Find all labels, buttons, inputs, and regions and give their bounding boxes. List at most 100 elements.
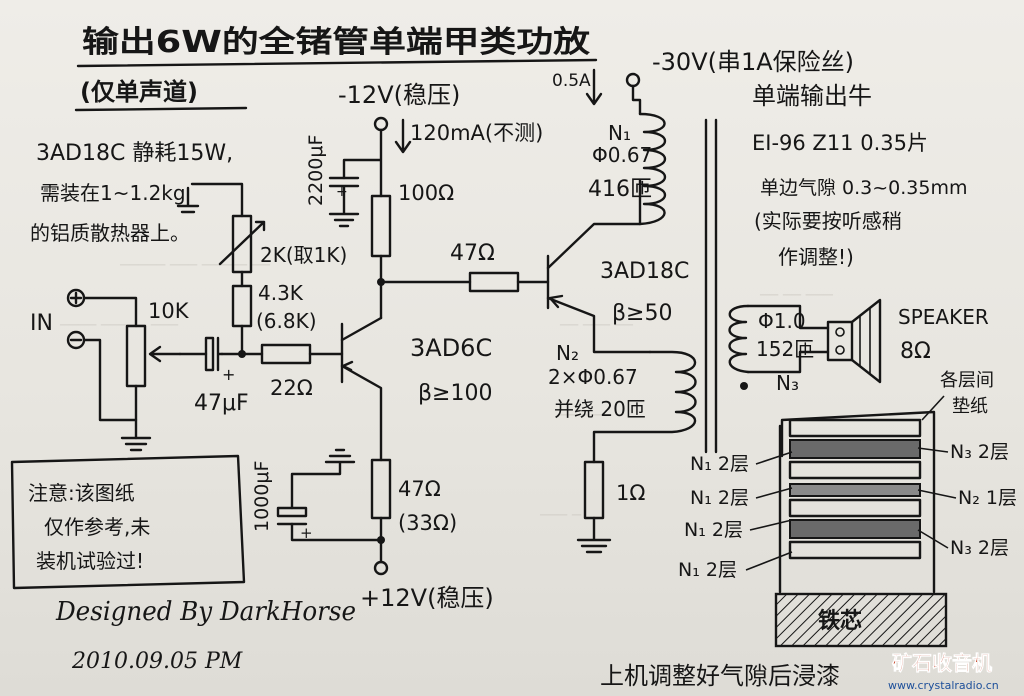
- base-node-dot: [238, 350, 246, 358]
- minus12-rail: [342, 128, 383, 198]
- minus12-supply-label: -12V(稳压): [338, 81, 460, 109]
- plus12-terminal: [373, 560, 389, 576]
- c47-label: 47μF: [194, 391, 249, 416]
- layer-label-left-3: N₁ 2层: [684, 519, 743, 541]
- input-terminals: [66, 288, 138, 422]
- bias-pot-2k: [176, 182, 266, 288]
- warning-line2: 仅作参考,未: [44, 515, 150, 539]
- n3-label: N₃: [776, 371, 799, 395]
- layer-leaders-left: [745, 451, 793, 571]
- r47-emit-label1: 47Ω: [398, 477, 441, 501]
- current-arrow-05: [585, 68, 603, 106]
- svg-text:──── ───── ───: ──── ───── ───: [59, 316, 179, 334]
- q1-beta: β≥100: [418, 381, 492, 406]
- n2-label: N₂: [556, 341, 579, 365]
- volume-pot-10k: [120, 324, 182, 452]
- layer-label-left-1: N₁ 2层: [690, 453, 749, 475]
- insulation-note-1: 各层间: [940, 370, 994, 391]
- r-bias-1-label: 4.3K: [258, 281, 304, 305]
- n3-coil: [728, 304, 750, 374]
- q2-beta: β≥50: [612, 301, 672, 326]
- transformer-core-spec: EI-96 Z11 0.35片: [752, 131, 928, 155]
- svg-text:── ── ───: ── ── ───: [759, 286, 834, 304]
- capacitor-2200uF: +: [328, 176, 360, 228]
- n1-turns: 416匝: [588, 177, 652, 202]
- warning-line1: 注意:该图纸: [28, 481, 135, 505]
- in-label: IN: [30, 311, 53, 336]
- gap-note-2: (实际要按听感稍: [754, 209, 902, 233]
- resistor-22ohm: [220, 343, 312, 365]
- svg-text:+: +: [222, 365, 235, 384]
- resistor-47ohm-emitter: [370, 458, 392, 564]
- layer-label-left-2: N₁ 2层: [690, 487, 749, 509]
- current-05-label: 0.5A: [552, 71, 591, 91]
- bottom-note: 上机调整好气隙后浸漆: [600, 662, 840, 690]
- minus12-terminal: [373, 116, 389, 132]
- r22-label: 22Ω: [270, 376, 313, 400]
- n2-turns: 并绕 20匝: [554, 397, 646, 421]
- r100-label: 100Ω: [398, 181, 454, 205]
- watermark-cn: 矿石收音机: [892, 651, 992, 675]
- n1-lead: [631, 84, 642, 116]
- insulation-leader: [921, 395, 945, 421]
- r47-mid-label: 47Ω: [450, 241, 495, 266]
- r-bias-2-label: (6.8K): [256, 309, 317, 333]
- n3-speaker-wire: [746, 304, 830, 374]
- designer-credit: Designed By DarkHorse: [55, 597, 356, 627]
- resistor-47ohm-mid: [468, 271, 550, 293]
- core-block: [774, 592, 948, 648]
- minus30-terminal: [625, 72, 641, 88]
- svg-text:─── ─: ─── ─: [539, 506, 582, 524]
- n3-wire: Φ1.0: [758, 309, 806, 333]
- heatsink-note-line2: 需装在1~1.2kg: [40, 181, 186, 205]
- resistor-4k3: [231, 284, 253, 356]
- n3-phase-dot: [740, 382, 748, 390]
- title-underline: [76, 58, 598, 68]
- svg-text:+: +: [300, 524, 313, 542]
- transistor-3ad18c: [546, 178, 652, 354]
- watermark-url: www.crystalradio.cn: [888, 679, 999, 692]
- current-120-label: 120mA(不测): [410, 121, 543, 145]
- design-date: 2010.09.05 PM: [71, 649, 243, 674]
- c1000-label: 1000μF: [251, 461, 273, 532]
- current-arrow-120: [394, 118, 412, 154]
- speaker-label2: 8Ω: [900, 339, 931, 364]
- collector-node-dot: [377, 278, 385, 286]
- emitter-cap-wire: [290, 522, 383, 542]
- subtitle-underline: [74, 106, 248, 112]
- n2-layer-band: [789, 483, 921, 497]
- resistor-1ohm: [576, 460, 612, 554]
- insulation-note-2: 垫纸: [952, 396, 988, 417]
- n1-coil: [638, 112, 666, 226]
- n1-label: N₁: [608, 121, 631, 145]
- n3-layer-band: [789, 439, 921, 459]
- gap-note-3: 作调整!): [778, 245, 854, 269]
- n2-wire: 2×Φ0.67: [548, 365, 638, 389]
- r47-emit-label2: (33Ω): [398, 511, 457, 535]
- title: 输出6W的全锗管单端甲类功放: [82, 25, 591, 60]
- svg-text:+: +: [336, 184, 348, 200]
- r1-label: 1Ω: [616, 481, 645, 505]
- layer-label-left-4: N₁ 2层: [678, 559, 737, 581]
- svg-text:─── ──: ─── ──: [559, 406, 611, 424]
- n2-coil: [592, 350, 697, 464]
- warning-line3: 装机试验过!: [36, 549, 144, 573]
- layer-label-right-2: N₂ 1层: [958, 487, 1017, 509]
- transistor-3ad6c: [308, 316, 383, 462]
- q2-name: 3AD18C: [600, 259, 689, 284]
- subtitle: (仅单声道): [80, 78, 198, 106]
- emitter-node-dot: [377, 536, 385, 544]
- heatsink-note-line3: 的铝质散热器上。: [30, 221, 190, 245]
- core-label: 铁芯: [818, 608, 862, 634]
- winding-cross-section: [778, 410, 936, 594]
- resistor-100ohm: [370, 194, 392, 320]
- pot-label: 10K: [148, 299, 190, 323]
- plus12-supply-label: +12V(稳压): [360, 584, 494, 612]
- layer-label-right-3: N₃ 2层: [950, 537, 1009, 559]
- r-bias-pot-label: 2K(取1K): [260, 243, 347, 267]
- transformer-title: 单端输出牛: [752, 82, 872, 110]
- minus30-supply-label: -30V(串1A保险丝): [652, 48, 854, 76]
- c2200-label: 2200μF: [305, 135, 327, 206]
